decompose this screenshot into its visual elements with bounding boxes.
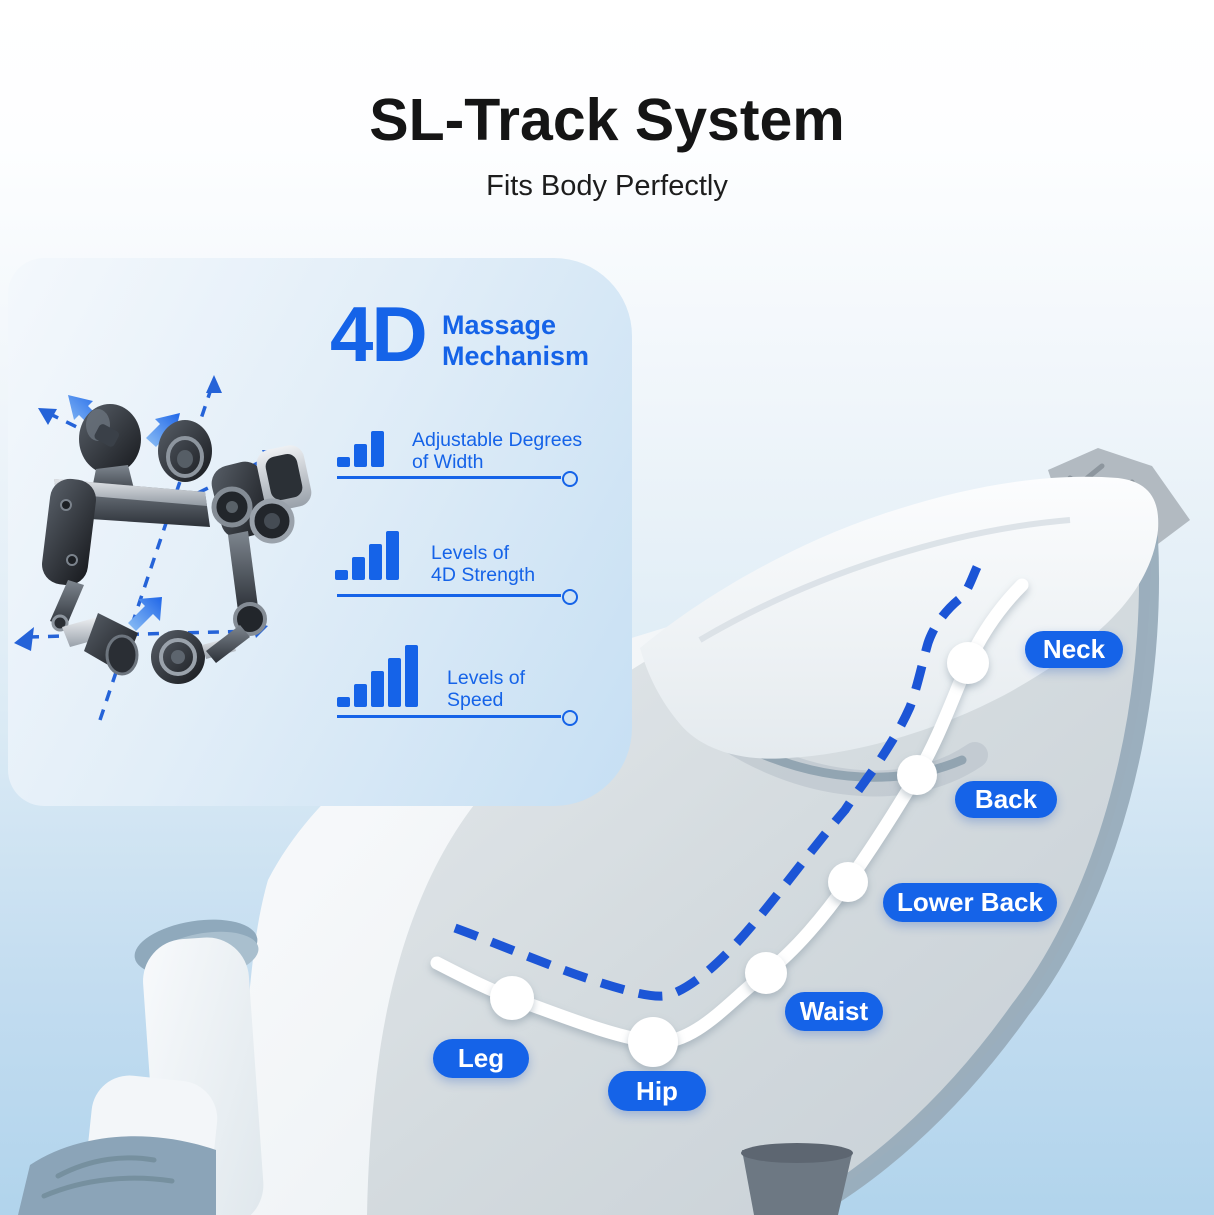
- chair-side-panel: [238, 600, 755, 1215]
- card-heading-line1: Massage: [442, 310, 557, 340]
- bar-segment: [354, 684, 367, 707]
- card-heading-line2: Mechanism: [442, 341, 590, 371]
- feature-divider-endpoint-icon: [562, 470, 578, 487]
- track-label-neck: Neck: [1025, 631, 1123, 668]
- track-point-waist: [745, 952, 787, 994]
- bar-segment: [405, 645, 418, 707]
- page-title: SL-Track System: [369, 87, 845, 153]
- feature-divider-speed: [337, 709, 578, 726]
- feature-divider-endpoint-icon: [562, 588, 578, 605]
- 4d-badge: 4D: [330, 290, 428, 378]
- bar-segment: [388, 658, 401, 707]
- bar-segment: [352, 557, 365, 580]
- track-label-waist: Waist: [785, 992, 883, 1031]
- track-label-hip: Hip: [608, 1071, 706, 1111]
- track-point-lower-back: [828, 862, 868, 902]
- card-heading: Massage Mechanism: [442, 310, 589, 372]
- bar-chart-icon-strength: [335, 518, 399, 580]
- feature-divider-width: [337, 470, 578, 487]
- track-point-leg: [490, 976, 534, 1020]
- massage-rollers: [42, 404, 312, 684]
- page-subtitle: Fits Body Perfectly: [486, 170, 728, 202]
- track-label-back: Back: [955, 781, 1057, 818]
- feature-label-width-line1: Adjustable Degrees: [412, 429, 583, 451]
- bar-chart-icon-width: [337, 405, 384, 467]
- chair-outer-rim: [788, 528, 1160, 1215]
- track-point-back: [897, 755, 937, 795]
- bar-chart-icon-speed: [337, 645, 418, 707]
- feature-label-strength-line2: 4D Strength: [431, 563, 536, 586]
- feature-label-strength: Levels of 4D Strength: [431, 542, 536, 586]
- bar-segment: [354, 444, 367, 467]
- bar-segment: [386, 531, 399, 580]
- bar-segment: [337, 697, 350, 707]
- bar-segment: [335, 570, 348, 580]
- track-point-hip: [628, 1017, 678, 1067]
- feature-label-speed-line2: Speed: [447, 688, 504, 711]
- feature-label-width-line2: of Width: [412, 450, 484, 473]
- feature-label-width: Adjustable Degrees of Width: [412, 429, 583, 473]
- feature-label-speed: Levels of Speed: [447, 667, 526, 711]
- feature-card: 4D Massage Mechanism: [8, 258, 632, 806]
- track-dashed-line: [453, 565, 982, 1001]
- feature-divider-endpoint-icon: [562, 709, 578, 726]
- chair-base: [741, 1143, 853, 1215]
- bar-segment: [371, 431, 384, 467]
- feature-divider-strength: [337, 588, 578, 605]
- feature-label-strength-line1: Levels of: [431, 542, 510, 564]
- massage-mechanism-illustration: [14, 375, 312, 721]
- track-label-lower-back: Lower Back: [883, 883, 1057, 922]
- feature-label-speed-line1: Levels of: [447, 667, 526, 689]
- track-label-leg: Leg: [433, 1039, 529, 1078]
- chair-armrest: [18, 919, 264, 1215]
- bar-segment: [369, 544, 382, 580]
- chair-headrest: [640, 476, 1159, 759]
- bar-segment: [371, 671, 384, 707]
- track-point-neck: [947, 642, 989, 684]
- bar-segment: [337, 457, 350, 467]
- track-line: [430, 578, 1029, 1049]
